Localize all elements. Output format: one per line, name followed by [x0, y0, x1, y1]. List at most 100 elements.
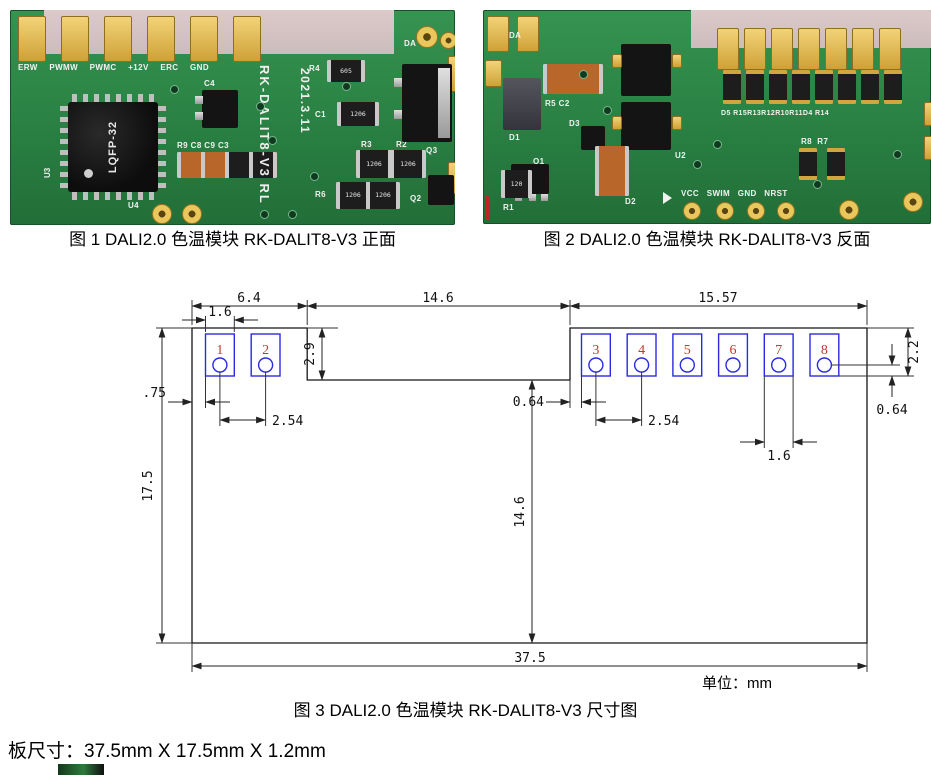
resistor-chip	[792, 70, 810, 104]
smd-marking: 1206	[366, 159, 382, 168]
pad-number: 4	[638, 343, 645, 358]
pad-number: 7	[775, 343, 782, 358]
via	[603, 106, 612, 115]
q1-pin	[529, 194, 536, 201]
pad-number: 8	[821, 343, 828, 358]
silkscreen-d2: D2	[625, 197, 637, 206]
edge-pad	[924, 102, 931, 126]
silkscreen-u4: U4	[128, 201, 140, 210]
resistor-chip: 1206	[390, 150, 426, 178]
edge-pad	[852, 28, 874, 70]
diode-d1	[503, 78, 541, 130]
via	[342, 82, 351, 91]
ic-pad	[612, 54, 622, 68]
prog-hole	[747, 202, 765, 220]
dim-37-5: 37.5	[514, 651, 545, 666]
qfp-pins-bottom	[72, 191, 154, 200]
sot-pin	[195, 96, 203, 104]
edge-pad	[147, 16, 175, 62]
resistor-chip	[769, 70, 787, 104]
via	[813, 180, 822, 189]
q1-pin	[541, 194, 548, 201]
edge-pad	[825, 28, 847, 70]
dim-2-2: 2.2	[907, 340, 922, 363]
resistor-chip	[827, 148, 845, 180]
silkscreen-q1: Q1	[533, 157, 545, 166]
board-size-text: 板尺寸：37.5mm X 17.5mm X 1.2mm	[8, 741, 326, 762]
dim-2-54-left: 2.54	[272, 414, 303, 429]
pad-number: 2	[262, 343, 269, 358]
qfp-pins-top	[72, 94, 154, 103]
dim-2-54-right: 2.54	[648, 414, 679, 429]
edge-pad	[487, 16, 509, 52]
prog-hole	[716, 202, 734, 220]
dim-15-57: 15.57	[698, 292, 737, 306]
figure2-caption: 图 2 DALI2.0 色温模块 RK-DALIT8-V3 反面	[543, 230, 871, 249]
silkscreen-r8r7: R8 R7	[801, 137, 829, 146]
diode-d2	[595, 146, 629, 196]
pin1-dot	[84, 169, 93, 178]
qfp-pins-left	[60, 106, 69, 188]
silkscreen-q3: Q3	[426, 146, 438, 155]
edge-pad	[18, 16, 46, 62]
silkscreen-r3: R3	[361, 140, 373, 149]
red-mark	[485, 196, 489, 220]
silkscreen-r5c2: R5 C2	[545, 99, 570, 108]
resistor-chip: 1206	[366, 182, 400, 209]
resistor-chip	[723, 70, 741, 104]
resistor-chip	[815, 70, 833, 104]
silkscreen-u2: U2	[675, 151, 687, 160]
edge-pad	[924, 136, 931, 160]
dim-1-6-right: 1.6	[767, 449, 790, 464]
edge-pad	[879, 28, 901, 70]
edge-pad	[485, 60, 502, 87]
mount-hole	[152, 204, 172, 224]
silkscreen-resistor-row: D5 R15R13R12R10R11D4 R14	[721, 110, 830, 117]
photo-background	[44, 10, 394, 54]
dimension-diagram: 1 2 3 4 5 6 7 8	[135, 291, 928, 692]
pcb-front-photo: ERW PWMW PWMC +12V ERC GND DA LQFP-32 U3…	[10, 10, 455, 225]
extension-lines	[156, 300, 914, 672]
silkscreen-pin-labels: ERW PWMW PWMC +12V ERC GND	[18, 63, 210, 72]
silkscreen-u3: U3	[43, 167, 52, 178]
edge-pad	[517, 16, 539, 52]
resistor-chip: 1206	[336, 182, 370, 209]
resistor-chip	[746, 70, 764, 104]
resistor-chip	[861, 70, 879, 104]
sot-component	[202, 90, 238, 128]
smd-marking: 1206	[400, 159, 416, 168]
ic-pad	[672, 54, 682, 68]
qfp-body: LQFP-32	[68, 102, 158, 192]
pad-symbols: 1 2 3 4 5 6 7 8	[204, 333, 840, 377]
resistor-r1: 120	[501, 170, 532, 198]
prog-hole	[683, 202, 701, 220]
dimension-lines	[158, 302, 912, 670]
edge-pad	[771, 28, 793, 70]
qfp-marking: LQFP-32	[106, 120, 119, 174]
dim-14-6-top: 14.6	[422, 292, 453, 306]
figure1-caption: 图 1 DALI2.0 色温模块 RK-DALIT8-V3 正面	[69, 230, 396, 249]
transistor-q2	[428, 175, 454, 205]
silkscreen-r1: R1	[503, 203, 515, 212]
smd-marking: 120	[510, 179, 523, 188]
dimension-diagram-svg: 1 2 3 4 5 6 7 8	[135, 291, 922, 692]
silkscreen-c1: C1	[315, 110, 327, 119]
dim-1-6-left: 1.6	[208, 305, 231, 320]
dim-2-9: 2.9	[303, 342, 318, 365]
dim-17-5: 17.5	[142, 470, 156, 501]
smd-marking: 1206	[345, 191, 361, 200]
silkscreen-r6: R6	[315, 190, 327, 199]
smd-marking: 1206	[350, 109, 366, 118]
melf-resistor	[543, 64, 603, 94]
unit-label: 单位：mm	[702, 675, 772, 692]
via	[170, 85, 179, 94]
dim-14-6-vertical: 14.6	[513, 496, 528, 527]
silkscreen-board-id: RK-DALIT8-V3 RL	[257, 65, 272, 205]
pad-number: 3	[592, 343, 599, 358]
pcb-back-photo: DA R5 C2 D1 D3 U2 D2 Q1 120 R1	[483, 10, 931, 224]
edge-pad	[61, 16, 89, 62]
resistor-chip: 605	[327, 60, 365, 82]
dim-0-64-left: 0.64	[513, 395, 544, 410]
silkscreen-q2: Q2	[410, 194, 422, 203]
